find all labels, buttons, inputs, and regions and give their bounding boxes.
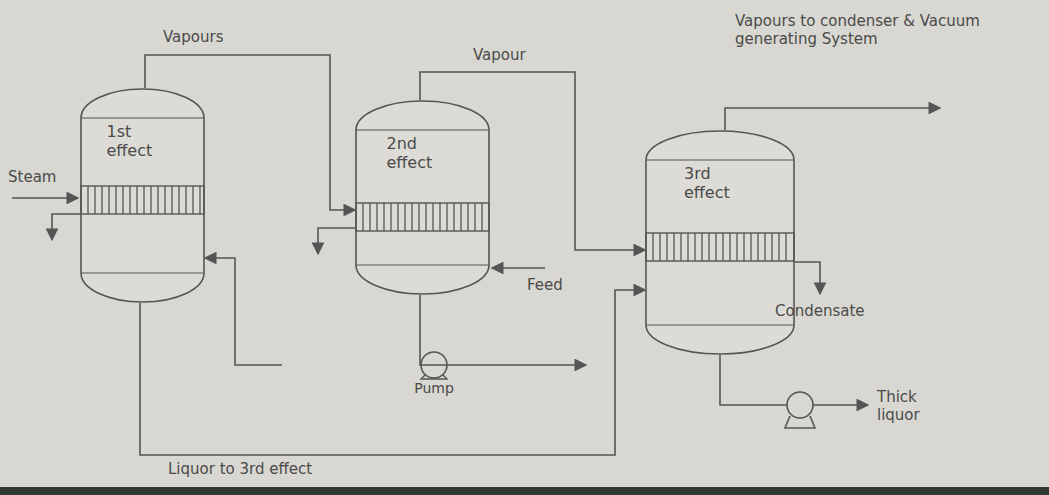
flow-label: Vapour xyxy=(470,46,529,64)
stream-label: Condensate xyxy=(775,302,865,320)
stream-label: Steam xyxy=(8,168,56,186)
evaporator-effect: 1st effect xyxy=(80,88,205,303)
pump-symbol xyxy=(787,392,813,418)
flow-label: Vapours xyxy=(160,28,226,46)
vessel-outline xyxy=(355,100,490,295)
flow-label: Liquor to 3rd effect xyxy=(165,460,315,478)
evaporator-effect: 2nd effect xyxy=(355,100,490,295)
vessel-outline xyxy=(80,88,205,303)
effect-label: 2nd effect xyxy=(387,134,459,172)
steam-line xyxy=(12,197,78,199)
stream-label: Feed xyxy=(527,276,563,294)
flow-line xyxy=(205,258,282,365)
product-line xyxy=(720,355,787,405)
vessel-outline xyxy=(645,130,795,355)
condensate-line xyxy=(318,228,355,254)
feed-line xyxy=(492,267,545,269)
pump-label: Pump xyxy=(282,380,586,397)
effect-label: 3rd effect xyxy=(684,164,756,202)
pump-base xyxy=(785,416,815,428)
condensate-line xyxy=(52,214,80,240)
product-line xyxy=(813,404,868,406)
flow-line xyxy=(140,290,645,455)
pump-node: Pump xyxy=(282,350,586,397)
stream-label: Vapours to condenser & Vacuum generating… xyxy=(735,12,1020,48)
stream-label: Thick liquor xyxy=(877,388,949,424)
pump-symbol xyxy=(282,350,586,380)
effect-label: 1st effect xyxy=(107,122,179,160)
table-edge xyxy=(0,487,1049,495)
flow-line xyxy=(420,295,586,365)
vapour-outlet-line xyxy=(725,108,940,130)
evaporator-effect: 3rd effect xyxy=(645,130,795,355)
condensate-line xyxy=(795,262,820,294)
